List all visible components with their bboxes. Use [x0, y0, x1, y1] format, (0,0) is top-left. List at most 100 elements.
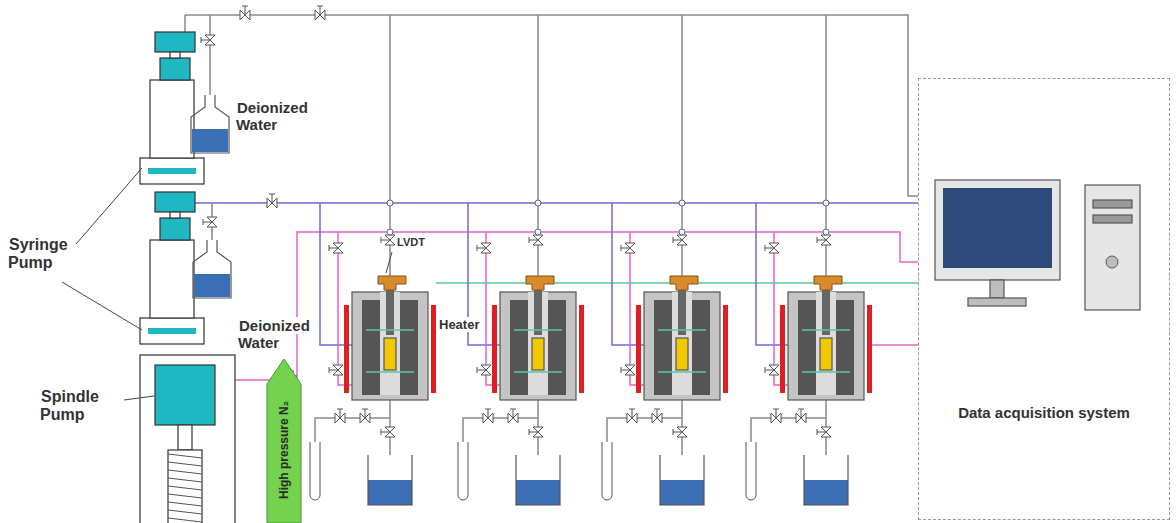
valve-symbol — [533, 427, 543, 437]
heater-band — [431, 305, 436, 393]
sensor-label-box: LVDT — [396, 236, 446, 248]
leader-line — [76, 168, 142, 244]
spindle-screw — [168, 450, 202, 523]
valve-symbol — [821, 235, 831, 245]
valve-symbol — [627, 413, 637, 423]
computer-tower — [1085, 185, 1140, 310]
spindle-pump-body — [140, 355, 235, 523]
valve-handle — [242, 6, 248, 7]
pipe-crossing — [535, 200, 541, 206]
valve-symbol — [333, 243, 343, 253]
heater-band — [780, 305, 785, 393]
test-tube — [602, 442, 612, 500]
beaker-water — [660, 480, 704, 505]
screw-thread — [168, 518, 202, 522]
valve-symbol — [385, 235, 395, 245]
valve-handle — [801, 409, 802, 418]
pore-water-line — [537, 15, 539, 290]
valve-handle — [329, 248, 338, 249]
valve-handle — [381, 240, 390, 241]
part-label: Deionized Water — [236, 99, 308, 133]
valve-handle — [765, 367, 766, 373]
valve-handle — [477, 245, 478, 251]
valve-symbol — [333, 365, 343, 375]
beaker — [804, 455, 848, 505]
syringe-barrel — [150, 80, 194, 158]
valve-handle — [203, 222, 212, 223]
valve-handle — [673, 429, 674, 435]
pore-water-line — [681, 15, 683, 290]
heater-band — [344, 305, 349, 393]
pipe-crossing — [823, 200, 829, 206]
monitor-frame — [935, 180, 1060, 280]
part-label: Heater — [438, 317, 480, 332]
lvdt-signal-line — [436, 282, 840, 284]
valve-handle — [798, 409, 804, 410]
valve-handle — [381, 429, 382, 435]
valve-handle — [657, 409, 658, 418]
part-label-box: Heater — [438, 318, 498, 332]
valve-handle — [765, 248, 774, 249]
test-tube — [746, 442, 756, 500]
valve-handle — [529, 237, 530, 243]
screw-thread — [168, 454, 202, 458]
valve-handle — [317, 6, 323, 7]
valve-handle — [817, 237, 818, 243]
monitor-neck — [990, 280, 1004, 298]
leader-line — [124, 396, 154, 400]
sampling-line — [751, 418, 826, 442]
porous-plate — [658, 371, 706, 373]
porous-plate — [658, 329, 706, 331]
valve-symbol — [625, 365, 635, 375]
valve-symbol — [207, 217, 217, 227]
valve-handle — [673, 237, 674, 243]
valve-handle — [776, 409, 777, 418]
core-holder-unit — [746, 15, 872, 505]
valve-symbol — [481, 365, 491, 375]
valve-handle — [765, 245, 766, 251]
core-holder-unit — [602, 15, 728, 505]
pipe-crossing — [387, 229, 393, 235]
valve-symbol — [796, 413, 806, 423]
valve-handle — [485, 409, 491, 410]
beaker — [660, 455, 704, 505]
monitor-stand — [968, 298, 1026, 306]
valve-symbol — [625, 243, 635, 253]
lvdt-sensor — [526, 276, 554, 290]
core-holder-unit — [310, 15, 436, 505]
valve-handle — [529, 240, 538, 241]
part-label-box: Spindle Pump — [40, 388, 124, 423]
valve-handle — [673, 432, 682, 433]
plunger-rod — [170, 52, 180, 58]
screw-thread — [168, 510, 202, 514]
water-level — [192, 129, 228, 152]
syringe-cap — [160, 218, 190, 240]
valve-handle — [488, 409, 489, 418]
valve-handle — [201, 40, 210, 41]
sample — [384, 338, 396, 370]
valve-handle — [329, 370, 338, 371]
valve-handle — [621, 248, 630, 249]
heater-band — [636, 305, 641, 393]
leader-line — [386, 252, 392, 273]
screw-thread — [168, 502, 202, 506]
valve-handle — [365, 409, 366, 418]
valve-handle — [621, 370, 630, 371]
pore-water-line — [825, 15, 827, 290]
sampling-line — [315, 418, 390, 442]
valve-symbol — [769, 243, 779, 253]
pump-base — [140, 158, 204, 184]
sample — [676, 338, 688, 370]
valve-handle — [632, 409, 633, 418]
valve-symbol — [360, 413, 370, 423]
drive-bay — [1093, 215, 1132, 223]
valve-handle — [817, 240, 826, 241]
spindle-rod — [178, 425, 192, 450]
valve-handle — [203, 219, 204, 225]
valve-symbol — [533, 235, 543, 245]
heater-band — [723, 305, 728, 393]
part-label-box: Deionized Water — [236, 100, 316, 133]
water-bottle — [193, 240, 231, 298]
core-holder-unit — [458, 15, 584, 505]
valve-handle — [269, 194, 275, 195]
